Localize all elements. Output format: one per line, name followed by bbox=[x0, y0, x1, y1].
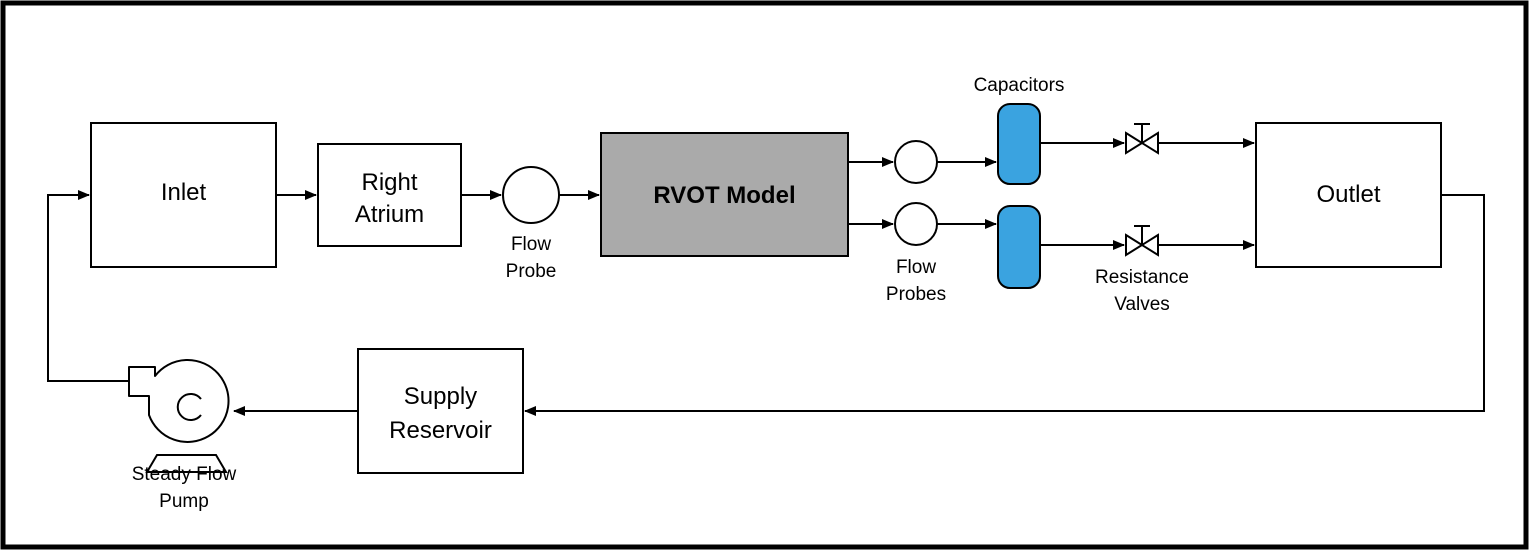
rvot-model-label: RVOT Model bbox=[653, 182, 795, 209]
outlet-node: Outlet bbox=[1255, 122, 1442, 268]
flow-probe-label-line2: Probe bbox=[506, 261, 557, 282]
resistance-valve-lower bbox=[1125, 225, 1159, 257]
resistance-valves-label-line2: Valves bbox=[1114, 294, 1170, 315]
supply-reservoir-label-line1: Supply bbox=[404, 383, 477, 410]
inlet-label: Inlet bbox=[161, 179, 207, 206]
supply-reservoir-label-line2: Reservoir bbox=[389, 417, 492, 444]
arrow-outlet-to-reservoir bbox=[524, 194, 1485, 416]
supply-reservoir-node: Supply Reservoir bbox=[357, 348, 524, 474]
arrow-pump-to-inlet bbox=[47, 190, 129, 382]
resistance-valves-label-line1: Resistance bbox=[1095, 267, 1189, 288]
steady-flow-pump-icon bbox=[128, 358, 230, 473]
flow-probes-label-line1: Flow bbox=[896, 257, 936, 278]
capacitors-label: Capacitors bbox=[974, 75, 1065, 96]
capacitor-lower bbox=[997, 205, 1041, 289]
right-atrium-label-line2: Atrium bbox=[355, 201, 424, 228]
flow-probe: Flow Probe bbox=[502, 166, 560, 282]
flow-probe-label-line1: Flow bbox=[511, 234, 551, 255]
steady-flow-pump-label-line1: Steady Flow bbox=[132, 464, 237, 485]
resistance-valve-upper bbox=[1125, 123, 1159, 155]
flow-probe-upper bbox=[894, 140, 938, 184]
right-atrium-label-line1: Right bbox=[361, 169, 417, 196]
capacitor-upper bbox=[997, 103, 1041, 185]
flow-probes-label-line2: Probes bbox=[886, 284, 946, 305]
rvot-model-node: RVOT Model bbox=[600, 132, 849, 257]
flow-probe-lower bbox=[894, 202, 938, 246]
right-atrium-node: Right Atrium bbox=[317, 143, 462, 247]
outlet-label: Outlet bbox=[1316, 181, 1380, 208]
steady-flow-pump-label-line2: Pump bbox=[159, 491, 209, 512]
inlet-node: Inlet bbox=[90, 122, 277, 268]
